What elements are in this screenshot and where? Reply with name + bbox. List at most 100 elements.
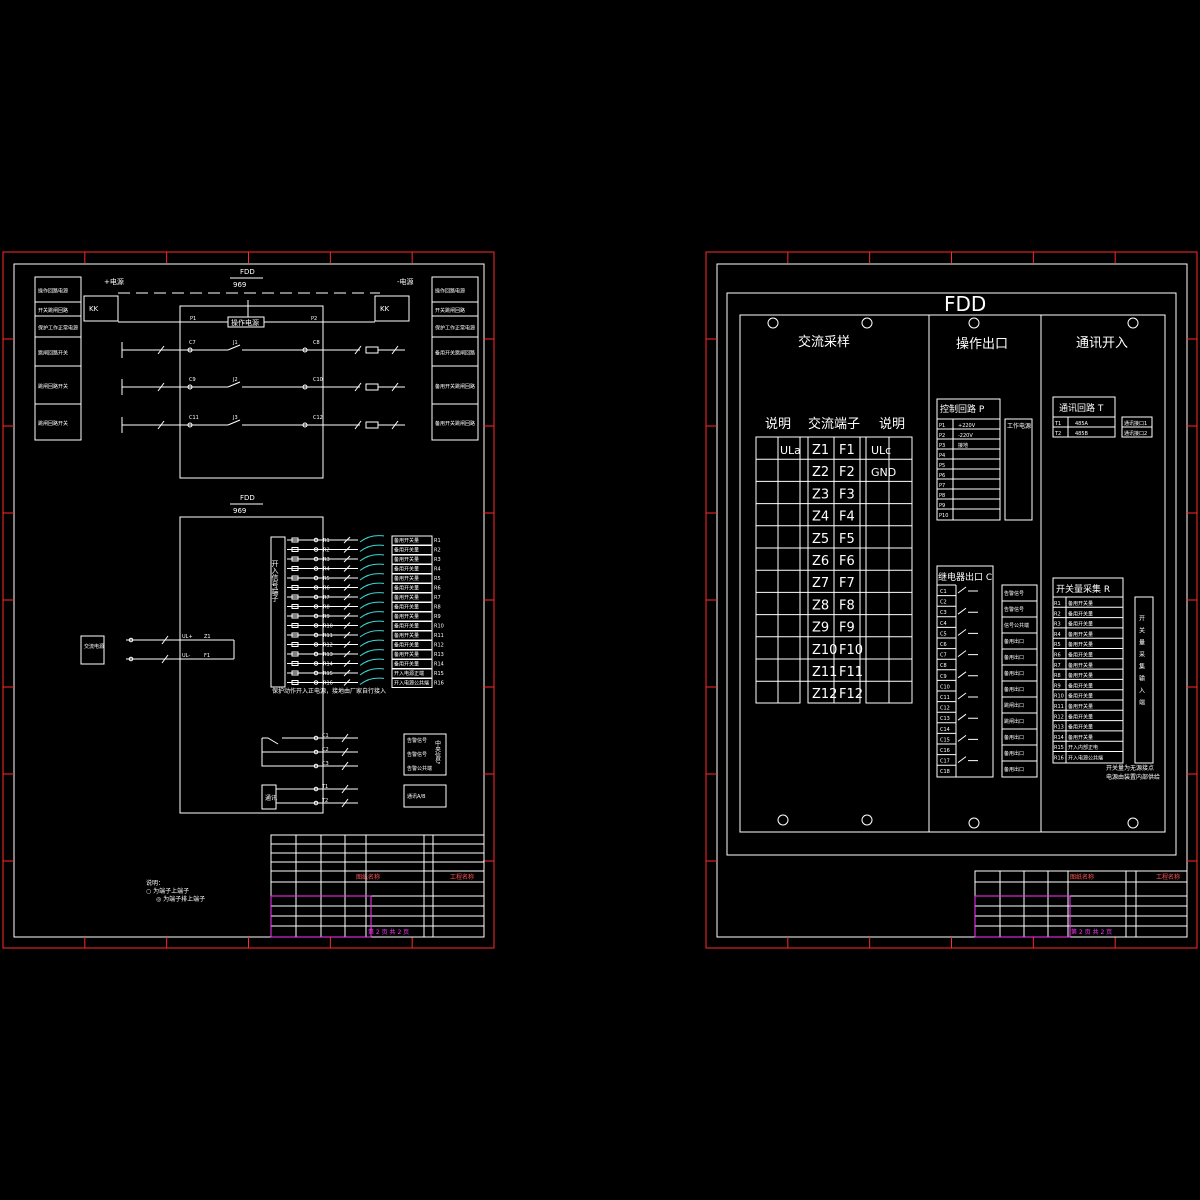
sw-term: R4 [1054, 632, 1061, 638]
relay-contact [261, 737, 285, 767]
input-desc: 备用开关量 [394, 651, 419, 658]
input-contact [359, 554, 385, 562]
left-label-text: 操作回路电源 [38, 288, 68, 295]
input-desc: 备用开关量 [394, 632, 419, 639]
ac-z-term: Z11 [812, 665, 837, 680]
ac-f-term: F2 [839, 465, 855, 480]
sw-desc: 开入内部正电 [1068, 744, 1098, 751]
input-right-term: R4 [434, 567, 441, 573]
input-right-term: R9 [434, 614, 441, 620]
relay-term: C1 [940, 589, 947, 595]
panel-device-label: FDD [944, 292, 986, 316]
right-label-box [431, 403, 479, 441]
kk-label-right: KK [380, 305, 390, 313]
input-desc: 备用开关量 [394, 566, 419, 573]
ctrl-title: 控制回路 P [940, 403, 985, 415]
sw-term: R5 [1054, 642, 1061, 648]
sw-desc: 备用开关量 [1068, 703, 1093, 710]
sw-side-box [1134, 596, 1154, 764]
input-right-term: R3 [434, 557, 441, 563]
comm-side-box [1121, 426, 1153, 438]
input-term: R11 [323, 633, 333, 639]
left-label-box [34, 403, 82, 441]
mount-hole [767, 317, 779, 329]
input-term: R7 [323, 595, 330, 601]
input-right-term: R15 [434, 671, 444, 677]
comm-desc: 通讯A/B [407, 793, 426, 800]
input-contact [359, 620, 385, 628]
mount-hole [861, 814, 873, 826]
ac-f-term: F9 [839, 621, 855, 636]
input-term: R2 [323, 548, 330, 554]
input-contact [359, 601, 385, 609]
ac-z-term: Z3 [812, 487, 829, 502]
input-right-term: R8 [434, 605, 441, 611]
ac-f-term: F1 [839, 443, 855, 458]
relay-desc: 信号公共端 [1004, 622, 1029, 629]
comm-term: T1 [321, 784, 328, 790]
input-right-term: R1 [434, 538, 441, 544]
device-mid-sub: 969 [233, 507, 246, 515]
comm-side: 通讯接口1 [1124, 420, 1147, 427]
input-dot [313, 594, 319, 600]
terminal-dot [187, 347, 193, 353]
input-desc: 备用开关量 [394, 604, 419, 611]
relay-term: C7 [940, 653, 947, 659]
ac-right-desc: GND [871, 466, 896, 479]
input-contact [359, 677, 385, 685]
input-term: R3 [323, 557, 330, 563]
terminal-dot [302, 384, 308, 390]
kk-label-left: KK [89, 305, 99, 313]
sw-desc: 备用开关量 [1068, 662, 1093, 669]
relay-term: C12 [940, 706, 950, 712]
input-dot [313, 632, 319, 638]
sw-desc: 备用开关量 [1068, 713, 1093, 720]
sw-desc: 备用开关量 [1068, 693, 1093, 700]
ac-f-term: F5 [839, 532, 855, 547]
ac-z-term: Z4 [812, 510, 829, 525]
relay-side-label: 中央信号 [434, 739, 441, 765]
input-desc: 备用开关量 [394, 537, 419, 544]
mount-hole [1127, 817, 1139, 829]
input-term: R15 [323, 671, 333, 677]
terminal-label: P1 [190, 316, 196, 322]
input-right-term: R10 [434, 624, 444, 630]
input-dot [313, 604, 319, 609]
input-term: R14 [323, 662, 333, 668]
section-comm-title: 通讯开入 [1076, 336, 1128, 351]
input-column-label: 开入信号端子 [271, 560, 279, 602]
ac-header-left: 说明 [765, 417, 791, 432]
relay-term: C8 [940, 663, 947, 669]
mount-hole [861, 317, 873, 329]
title-block-2: 图纸名称 工程名称 第 2 页 共 2 页 [974, 870, 1188, 938]
mount-hole [1127, 317, 1139, 329]
relay-term: C6 [940, 642, 947, 648]
ctrl-desc: -220V [958, 433, 973, 439]
coil-label: J3 [232, 415, 238, 421]
relay-term: C5 [940, 631, 947, 637]
contact [227, 344, 241, 351]
device-mid-label: FDD [240, 494, 255, 502]
relay-desc-box [403, 733, 447, 776]
input-right-term: R13 [434, 652, 444, 658]
input-desc: 备用开关量 [394, 613, 419, 620]
ac-left-desc: ULa [780, 444, 801, 457]
relay-term: C3 [322, 761, 329, 767]
input-note: 保护动作开入正电源，接地由厂家自行接入 [272, 687, 386, 695]
ctrl-side-box [1004, 418, 1033, 521]
sw-term: R9 [1054, 683, 1061, 689]
ac-power-label: 交流电源 [84, 643, 104, 650]
ac-header-mid: 交流端子 [808, 416, 860, 432]
sw-term: R3 [1054, 622, 1061, 628]
input-res [291, 604, 299, 609]
input-term: R6 [323, 586, 330, 592]
terminal-dot [302, 347, 308, 353]
input-dot [313, 651, 319, 657]
kk-switch-right [374, 295, 410, 322]
input-term: R16 [323, 681, 333, 687]
input-dot [313, 613, 319, 619]
sw-term: R13 [1054, 725, 1064, 731]
